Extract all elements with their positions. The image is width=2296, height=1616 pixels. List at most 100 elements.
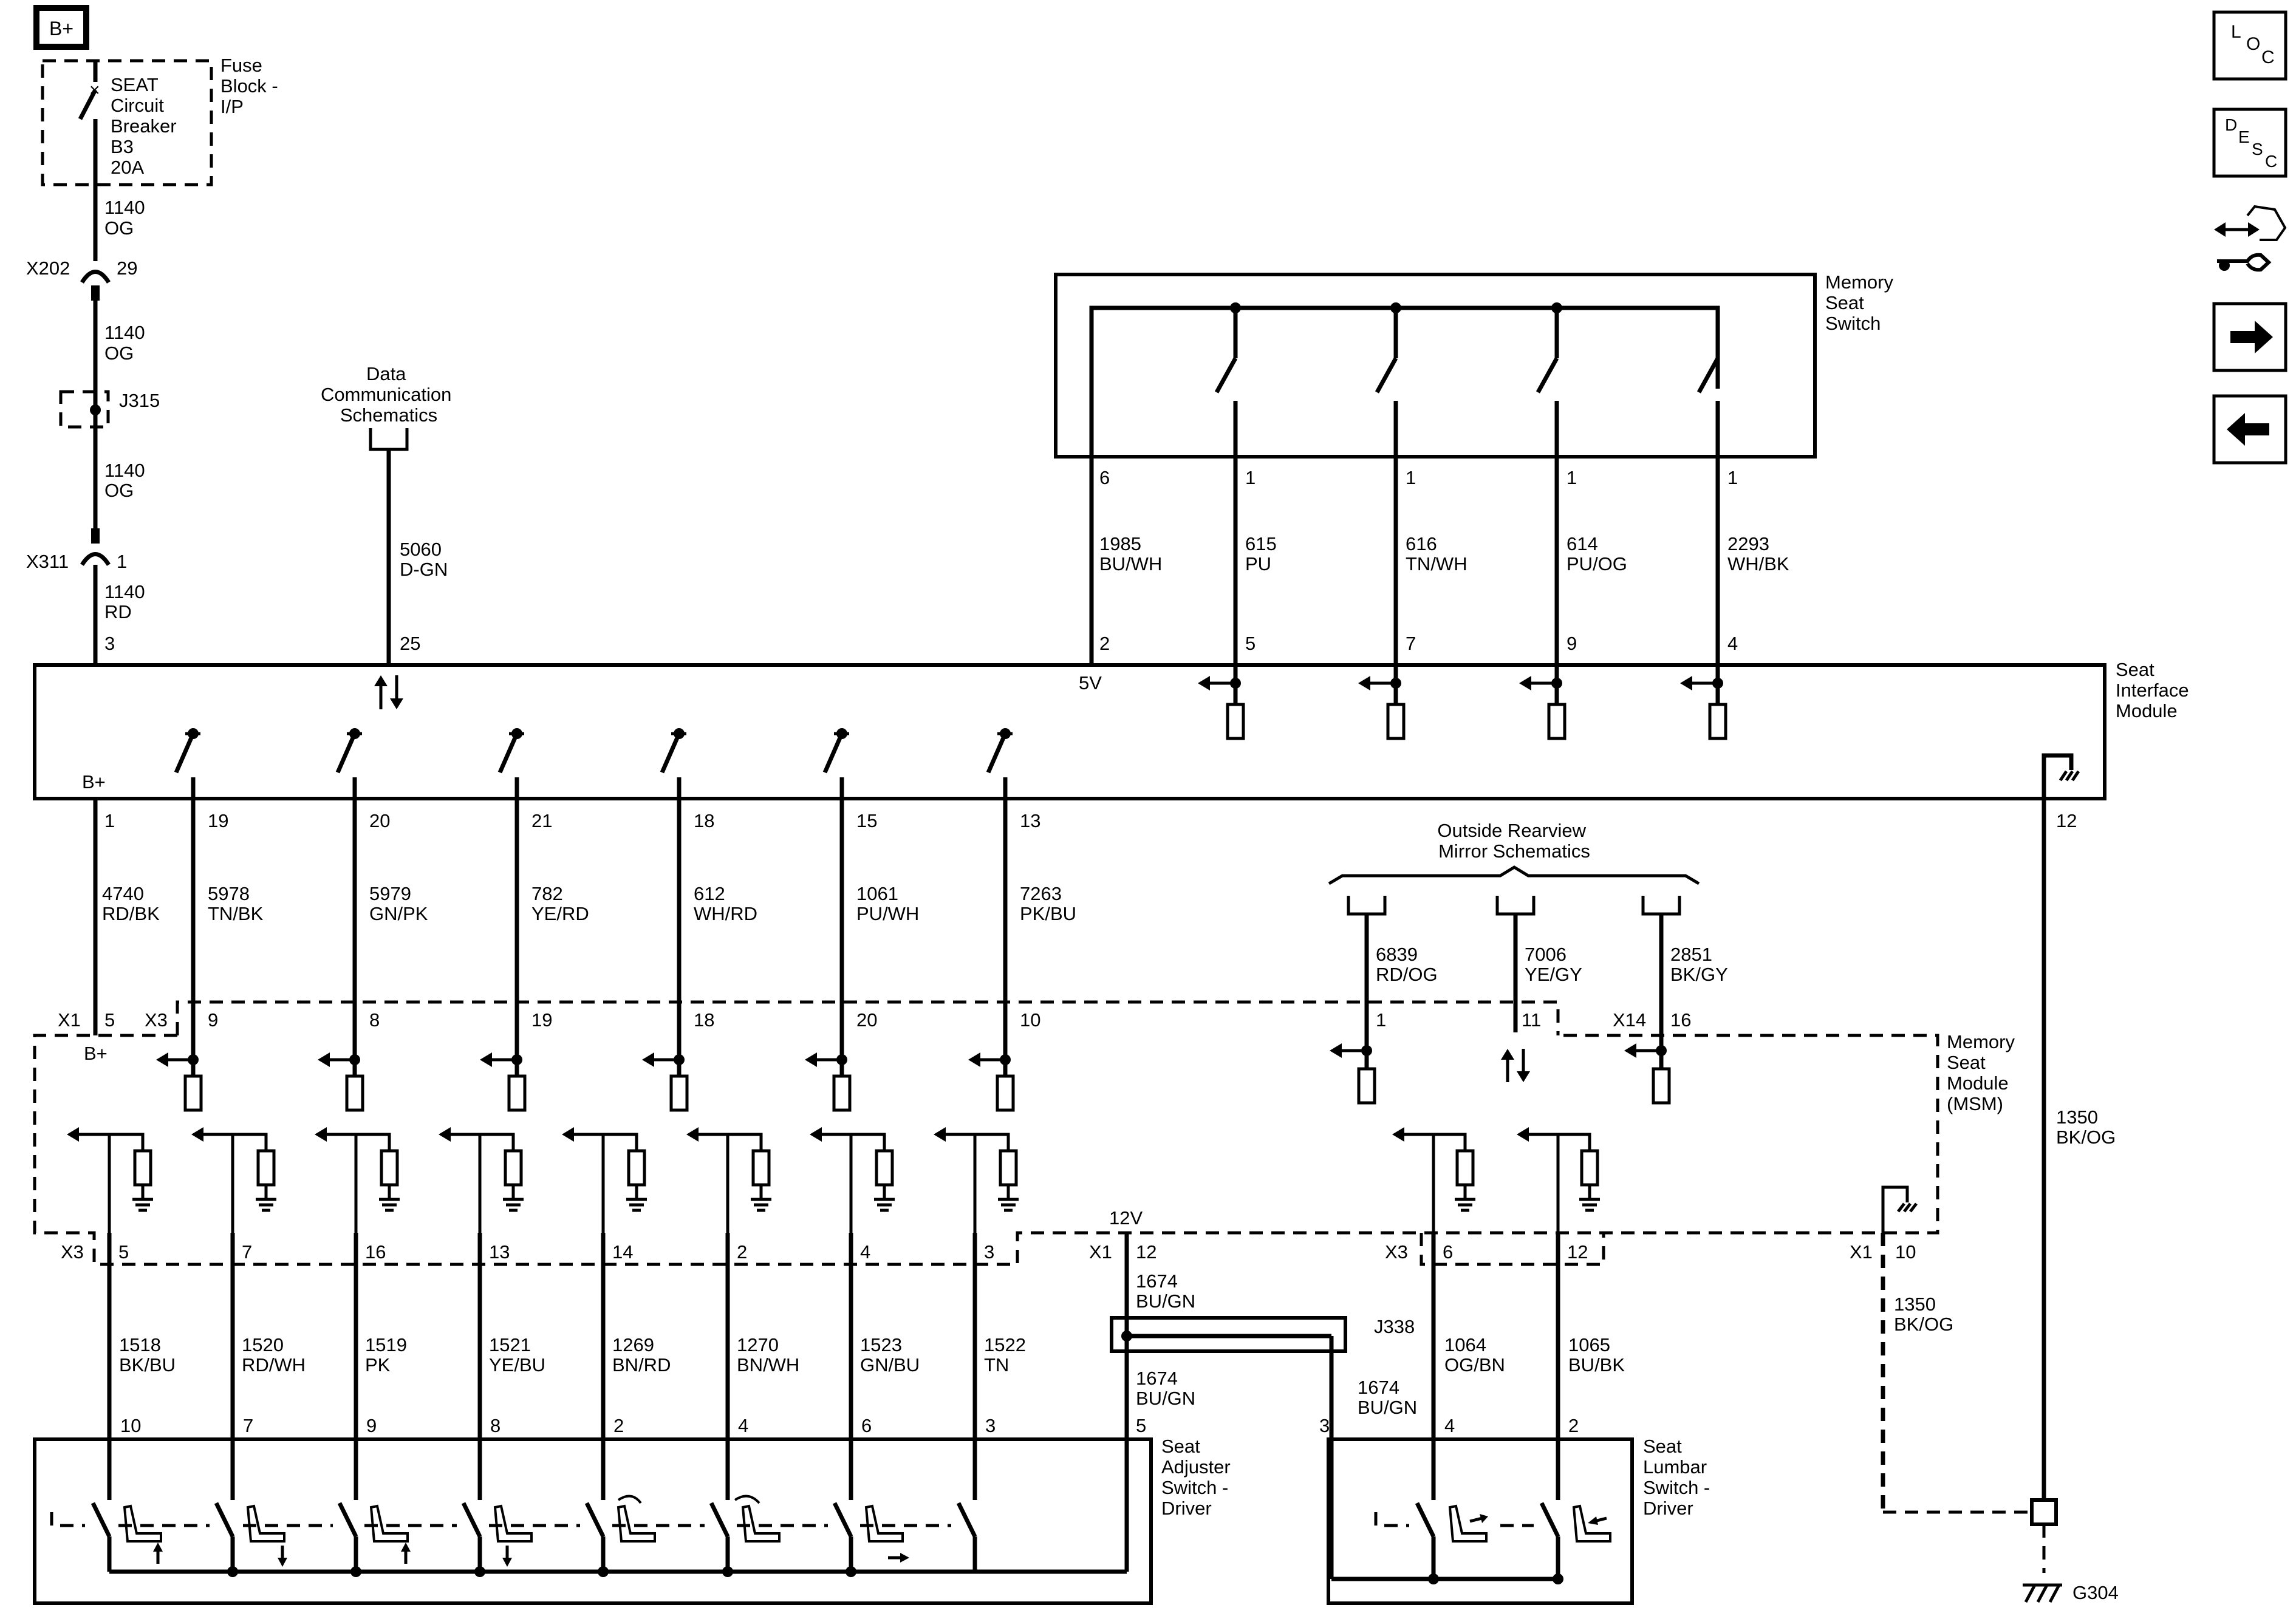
sim-pin: 19 (208, 810, 228, 831)
desc-letter: S (2252, 140, 2263, 159)
msm-pin: 14 (612, 1241, 633, 1263)
wire-color: PK/BU (1020, 903, 1076, 924)
tilt-arrow-icon (617, 1495, 642, 1504)
msm-pin: 5 (118, 1241, 129, 1263)
sim-input-2293 (1680, 676, 1727, 740)
b-plus-box (33, 5, 89, 50)
wire-circuit: 782 (531, 883, 563, 904)
wire-color: BU/GN (1136, 1388, 1195, 1409)
wire-circuit: 1350 (2056, 1106, 2098, 1128)
wire-color: OG (104, 480, 134, 501)
desc-button[interactable]: D E S C (2212, 107, 2287, 178)
msm-pin: 18 (694, 1009, 714, 1031)
adjuster-switch-contacts (91, 1439, 1129, 1577)
seat-icon (369, 1504, 409, 1543)
msm-connector: X1 (1850, 1241, 1873, 1263)
wire-circuit: 1061 (856, 883, 898, 904)
wire-color: OG (104, 217, 134, 239)
switch-pin: 10 (120, 1415, 141, 1436)
wire-circuit: 1140 (104, 322, 145, 343)
seat-icon (864, 1504, 904, 1543)
switch-pin: 2 (613, 1415, 624, 1436)
sim-output-switches (174, 728, 1013, 799)
sim-data-pin: 25 (400, 633, 420, 654)
sim-label: Seat Interface Module (2116, 659, 2194, 721)
msm-pin: 16 (1670, 1009, 1691, 1031)
switch-pin: 1 (1245, 467, 1256, 488)
wire-color: RD (104, 601, 132, 622)
wire-circuit: 615 (1245, 533, 1277, 554)
ground-circuit: 1350 BK/OG 1350 BK/OG G304 (1881, 799, 2119, 1603)
switch-pin: 4 (1444, 1415, 1455, 1436)
wire-circuit: 2293 (1727, 533, 1769, 554)
circuit-breaker-symbol: × (78, 61, 100, 261)
sim-ground-symbol (2041, 753, 2080, 799)
switch-pin: 9 (366, 1415, 377, 1436)
seat-position-icons (123, 1495, 904, 1543)
msm-pin: 3 (984, 1241, 994, 1263)
lumbar-switch-contacts (1374, 1439, 1563, 1584)
j338-splice (1110, 1316, 1347, 1353)
msm-pin: 12 (1136, 1241, 1157, 1263)
wire-color: PK (365, 1354, 391, 1376)
mirror-reference: Outside Rearview Mirror Schematics 6839 … (1328, 820, 1728, 1057)
seat-icon (1572, 1504, 1611, 1543)
sim-pin: 4 (1727, 633, 1738, 654)
sim-input-614 (1519, 676, 1567, 740)
j338-label: J338 (1374, 1316, 1415, 1337)
wire-circuit: 1065 (1568, 1334, 1610, 1355)
sim-pin: 7 (1406, 633, 1416, 654)
wire-color: PU/WH (856, 903, 919, 924)
bidirectional-arrows-icon (374, 675, 403, 709)
wire-color: BN/RD (612, 1354, 671, 1376)
memory-seat-module: Memory Seat Module (MSM) B+ 12V X1 5 X3 … (33, 1000, 2015, 1266)
wire-color: WH/BK (1727, 553, 1789, 574)
memory-switch-wires (1089, 457, 1720, 683)
x202-pin: 29 (117, 257, 137, 279)
x311-pin: 1 (117, 551, 127, 572)
sim-pin: 9 (1567, 633, 1577, 654)
wire-color: YE/BU (489, 1354, 545, 1376)
next-arrow-icon[interactable] (2212, 302, 2287, 372)
switch-pin: 7 (243, 1415, 253, 1436)
sim-pin: 2 (1099, 633, 1110, 654)
wire-circuit: 1140 (104, 197, 145, 218)
wire-circuit: 4740 (102, 883, 144, 904)
wire-color: BK/OG (1894, 1314, 1953, 1335)
connector-repair-icon[interactable] (2214, 205, 2287, 272)
msm-pin: 4 (860, 1241, 870, 1263)
direction-arrows (153, 1543, 909, 1567)
msm-pin: 20 (856, 1009, 877, 1031)
switch-pin: 5 (1136, 1415, 1146, 1436)
switch-pin: 6 (861, 1415, 872, 1436)
wire-circuit: 1520 (242, 1334, 284, 1355)
seat-icon (123, 1504, 162, 1543)
mirror-label: Outside Rearview Mirror Schematics (1437, 820, 1591, 862)
desc-letter: E (2238, 128, 2250, 146)
wire-circuit: 1518 (119, 1334, 161, 1355)
sim-input-616 (1358, 676, 1406, 740)
switch-pin: 4 (738, 1415, 748, 1436)
data-communication-reference: Data Communication Schematics 5060 D-GN … (321, 363, 457, 665)
wire-color: YE/RD (531, 903, 589, 924)
msm-pin: 7 (242, 1241, 252, 1263)
msm-output-sense-circuits (67, 1127, 1600, 1233)
msm-pin: 5 (104, 1009, 115, 1031)
wire-circuit: 1523 (860, 1334, 902, 1355)
wire-color: GN/PK (369, 903, 428, 924)
seat-icon (1448, 1504, 1488, 1543)
fuse-block-label: Fuse Block - I/P (220, 55, 283, 117)
data-comm-label: Data Communication Schematics (321, 363, 457, 426)
wire-circuit: 1270 (737, 1334, 779, 1355)
wire-color: YE/GY (1525, 964, 1582, 985)
x202-connector-symbol (80, 270, 111, 425)
supply-12v-circuit: J338 1674 BU/GN 1674 BU/GN 1674 BU/GN 5 … (1110, 1233, 1558, 1581)
msm-pin: 6 (1443, 1241, 1453, 1263)
loc-letter: L (2231, 22, 2241, 42)
wire-color: GN/BU (860, 1354, 920, 1376)
wire-color: PU (1245, 553, 1271, 574)
sim-pin: 20 (369, 810, 390, 831)
msm-pin: 1 (1376, 1009, 1386, 1031)
loc-button[interactable]: L O C (2212, 10, 2287, 81)
previous-arrow-icon[interactable] (2212, 394, 2287, 465)
